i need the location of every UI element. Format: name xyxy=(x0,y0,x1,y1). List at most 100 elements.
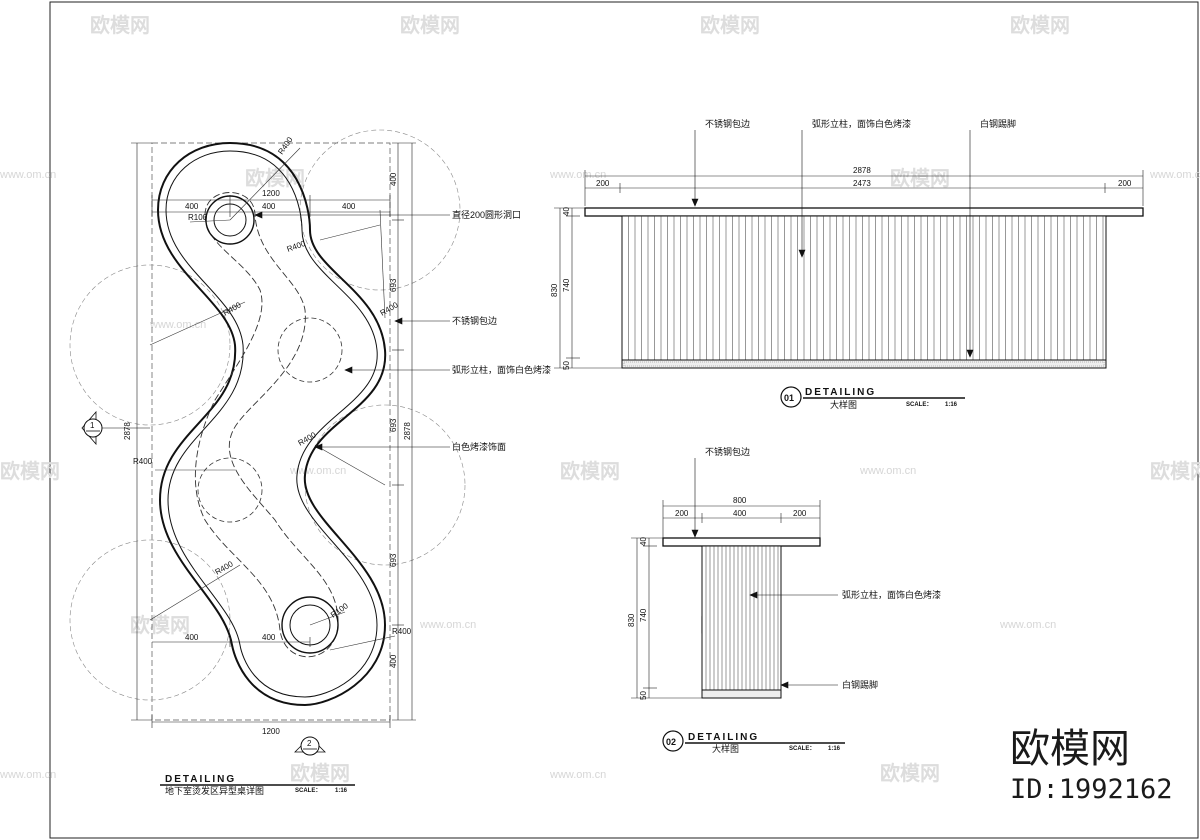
watermark-site: www.om.cn xyxy=(419,619,476,631)
plan-title-block: DETAILING 地下室烫发区异型桌详图 SCALE： 1:16 xyxy=(160,774,355,796)
pod-circle xyxy=(197,457,263,523)
callout-column: 弧形立柱，面饰白色烤漆 xyxy=(842,589,941,600)
callout-stainless-edge: 不锈钢包边 xyxy=(705,446,750,457)
callout-stainless-edge: 不锈钢包边 xyxy=(452,315,497,326)
section-number: 1 xyxy=(90,421,95,430)
dim-2878: 2878 xyxy=(123,422,132,440)
radius-label: R400 xyxy=(286,239,308,254)
watermark-site: www.om.cn xyxy=(0,769,56,781)
radius-label: R400 xyxy=(392,627,412,636)
scale-label: SCALE： xyxy=(295,787,321,794)
watermark-layer: 欧模网 欧模网 欧模网 欧模网 欧模网 欧模网 欧模网 欧模网 欧模网 欧模网 … xyxy=(0,13,1200,785)
title-main: DETAILING xyxy=(165,774,236,785)
elev2-top-dims xyxy=(662,500,821,538)
radius-label: R400 xyxy=(297,430,319,448)
elevation-02: 800 200 400 200 830 740 40 50 不锈钢包边 弧 xyxy=(627,446,941,754)
dim-693: 693 xyxy=(389,553,398,567)
dim-2878: 2878 xyxy=(853,166,871,175)
dim-830: 830 xyxy=(550,283,559,297)
dim-400: 400 xyxy=(262,633,276,642)
plan-view: R400 R100 R400 R400 R400 R400 R400 R400 … xyxy=(69,129,551,796)
pod-circle xyxy=(277,317,343,383)
dim-2473: 2473 xyxy=(853,179,871,188)
scale-value: 1:16 xyxy=(335,788,348,794)
title-sub: 地下室烫发区异型桌详图 xyxy=(165,785,264,796)
callout-kick: 白钢踢脚 xyxy=(980,118,1016,129)
elevation-01: 2878 2473 200 200 830 740 40 50 xyxy=(550,118,1144,410)
dim-400: 400 xyxy=(185,633,199,642)
elev1-leaders xyxy=(691,130,974,358)
elev2-column-stripes xyxy=(705,546,779,690)
watermark-brand: 欧模网 xyxy=(700,13,760,37)
title-sub: 大样图 xyxy=(830,399,857,410)
column-outline-dashed xyxy=(194,192,339,658)
elev1-column-body xyxy=(621,215,1107,361)
elev1-left-dims xyxy=(554,207,622,369)
watermark-brand: 欧模网 xyxy=(560,459,620,483)
dim-40: 40 xyxy=(562,207,571,216)
elev2-top-slab xyxy=(662,537,821,547)
dim-200: 200 xyxy=(793,509,807,518)
scale-label: SCALE： xyxy=(906,401,932,408)
dim-200: 200 xyxy=(596,179,610,188)
elev1-title-block: 01 DETAILING 大样图 SCALE： 1:16 xyxy=(780,386,965,410)
title-sub: 大样图 xyxy=(712,743,739,754)
radius-label: R400 xyxy=(214,559,236,577)
watermark-site: www.om.cn xyxy=(549,769,606,781)
sheet-border xyxy=(49,1,1199,839)
watermark-site: www.om.cn xyxy=(149,319,206,331)
dim-740: 740 xyxy=(639,608,648,622)
elev1-top-slab xyxy=(584,207,1144,217)
watermark-id: ID:1992162 xyxy=(1010,774,1173,805)
detail-number: 01 xyxy=(784,393,794,403)
dim-400: 400 xyxy=(389,172,398,186)
scale-value: 1:16 xyxy=(828,746,841,752)
dim-50: 50 xyxy=(639,691,648,700)
elev2-title-block: 02 DETAILING 大样图 SCALE： 1:16 xyxy=(662,730,845,754)
dim-1200: 1200 xyxy=(262,189,280,198)
dim-400: 400 xyxy=(733,509,747,518)
detail-number: 02 xyxy=(666,737,676,747)
radius-label: R400 xyxy=(222,300,244,318)
watermark-site: www.om.cn xyxy=(289,465,346,477)
callout-hole: 直径200圆形洞口 xyxy=(452,209,521,220)
watermark-brand: 欧模网 xyxy=(290,761,350,785)
table-outline-inner xyxy=(165,150,378,698)
callout-white-top: 白色烤漆饰面 xyxy=(452,441,506,452)
dim-400: 400 xyxy=(262,202,276,211)
scale-label: SCALE： xyxy=(789,745,815,752)
radius-label: R400 xyxy=(379,300,401,318)
elev1-kick-plate xyxy=(621,359,1107,369)
title-main: DETAILING xyxy=(805,387,876,398)
dim-2878: 2878 xyxy=(403,422,412,440)
elev1-column-stripes xyxy=(628,216,1104,360)
watermark-brand: 欧模网 xyxy=(130,613,190,637)
watermark-site: www.om.cn xyxy=(549,169,606,181)
watermark-brand: 欧模网 xyxy=(1010,13,1070,37)
plan-left-dim xyxy=(131,142,152,721)
radius-label: R400 xyxy=(133,457,153,466)
watermark-brand: 欧模网 xyxy=(1150,459,1200,483)
dim-400: 400 xyxy=(342,202,356,211)
dim-200: 200 xyxy=(675,509,689,518)
table-outline-outer xyxy=(156,141,387,707)
radius-label: R100 xyxy=(329,601,350,620)
elev1-top-dims xyxy=(584,170,1144,206)
dim-800: 800 xyxy=(733,496,747,505)
elev2-leaders xyxy=(691,458,838,689)
watermark-brand: 欧模网 xyxy=(90,13,150,37)
elev2-kick-plate xyxy=(701,689,782,699)
watermark-site: www.om.cn xyxy=(0,169,56,181)
watermark-site: www.om.cn xyxy=(1149,169,1200,181)
watermark-brand-large: 欧模网 xyxy=(1010,726,1130,772)
radius-label: R400 xyxy=(276,135,295,156)
dim-693: 693 xyxy=(389,278,398,292)
section-marker-2: 2 xyxy=(294,736,326,756)
dim-740: 740 xyxy=(562,278,571,292)
dim-50: 50 xyxy=(562,361,571,370)
elev1-kick-hatch xyxy=(623,361,1105,367)
dim-693: 693 xyxy=(389,418,398,432)
radius-leaders xyxy=(149,147,396,651)
radius-label: R100 xyxy=(188,213,208,222)
dim-400: 400 xyxy=(389,654,398,668)
